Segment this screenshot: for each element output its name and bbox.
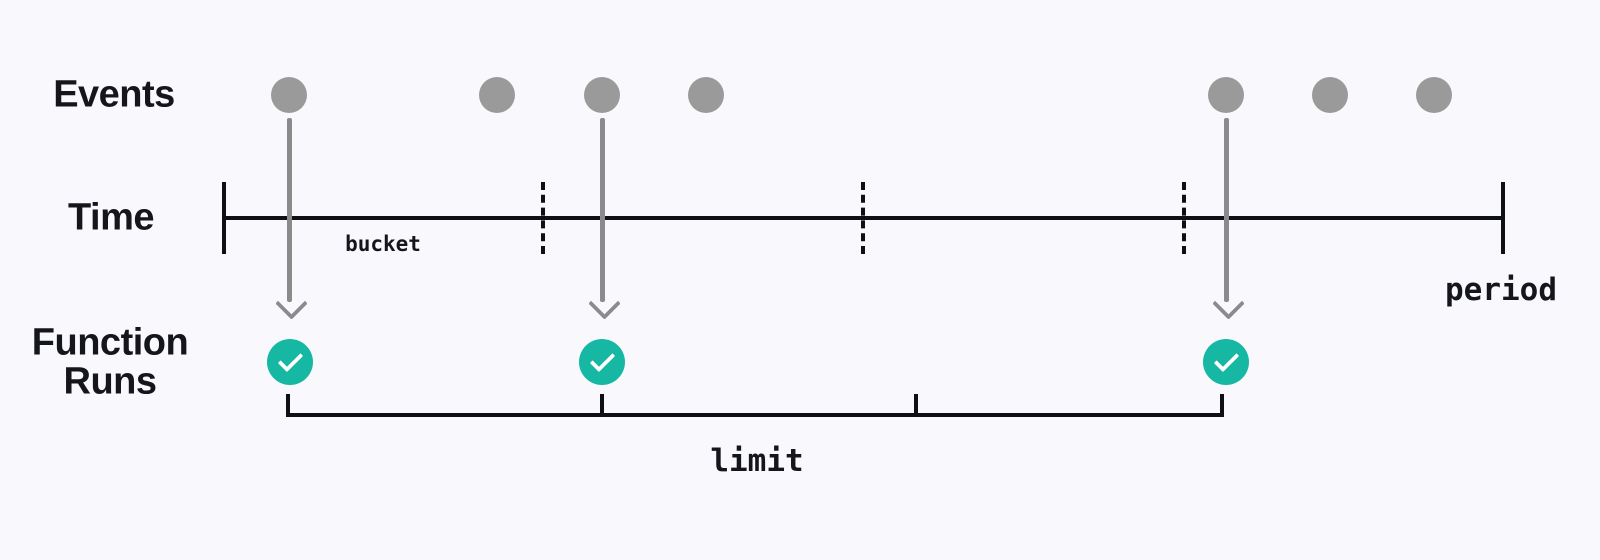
limit-bracket-tick (914, 394, 918, 417)
bucket-divider-dashed-line (541, 182, 545, 254)
event-dot (688, 77, 724, 113)
down-arrow-icon (587, 287, 621, 320)
bucket-divider-dashed-line (861, 182, 865, 254)
limit-bracket-tick (600, 394, 604, 417)
event-dot (1312, 77, 1348, 113)
down-arrow-stem (1224, 118, 1229, 302)
limit-bracket-line (286, 413, 1224, 417)
event-dot (1208, 77, 1244, 113)
function-run-badge (267, 339, 313, 385)
function-runs-row-label: Function Runs (31, 321, 189, 402)
events-row-label: Events (53, 73, 175, 116)
event-dot (1416, 77, 1452, 113)
check-icon (589, 346, 615, 373)
limit-bracket-tick (1220, 394, 1224, 417)
limit-bracket-tick (286, 394, 290, 417)
timeline-start-cap (222, 182, 226, 254)
event-dot (479, 77, 515, 113)
bucket-annotation: bucket (345, 232, 421, 256)
down-arrow-icon (1211, 287, 1245, 320)
timeline-end-cap (1501, 182, 1505, 254)
event-dot (584, 77, 620, 113)
function-run-badge (579, 339, 625, 385)
bucket-divider-dashed-line (1182, 182, 1186, 254)
period-annotation: period (1445, 272, 1557, 308)
function-run-badge (1203, 339, 1249, 385)
down-arrow-stem (600, 118, 605, 302)
down-arrow-stem (287, 118, 292, 302)
limit-annotation: limit (710, 443, 804, 479)
time-row-label: Time (67, 196, 155, 239)
check-icon (277, 346, 303, 373)
check-icon (1213, 346, 1239, 373)
event-dot (271, 77, 307, 113)
down-arrow-icon (274, 287, 308, 320)
